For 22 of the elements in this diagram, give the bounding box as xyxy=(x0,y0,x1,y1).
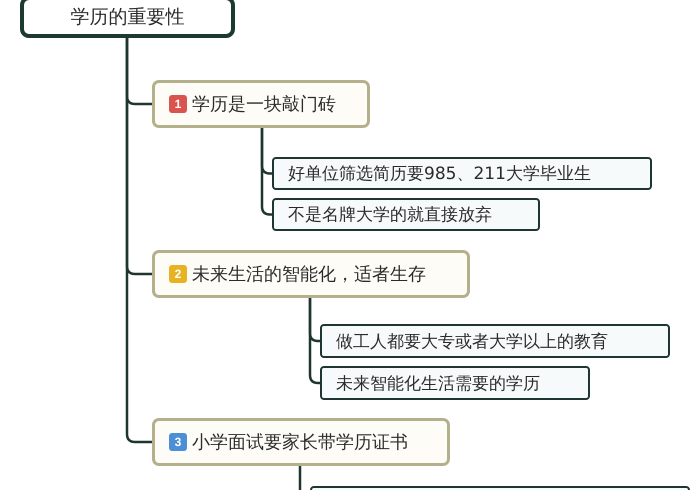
topic-text: 未来智能化生活需要的学历 xyxy=(336,372,540,394)
connector-line xyxy=(260,128,272,216)
subtopic-box xyxy=(320,324,670,358)
subtopic-box xyxy=(272,157,652,190)
central-topic-box xyxy=(20,0,235,38)
main-topic-box xyxy=(152,80,370,128)
subtopic-box xyxy=(272,198,540,231)
topic-text: 好单位筛选简历要985、211大学毕业生 xyxy=(288,163,591,185)
topic-text: 不是名牌大学的就直接放弃 xyxy=(288,204,492,226)
subtopic-box xyxy=(320,366,590,400)
priority-badge: 3 xyxy=(169,433,187,451)
connector-line xyxy=(126,38,152,444)
priority-badge: 1 xyxy=(169,95,187,113)
topic-text: 学历的重要性 xyxy=(70,5,184,30)
priority-badge: 2 xyxy=(169,265,187,283)
topic-text: 做工人都要大专或者大学以上的教育 xyxy=(336,330,608,352)
main-topic-box xyxy=(152,250,470,298)
connector-line xyxy=(308,298,320,384)
main-topic-box xyxy=(152,418,450,466)
topic-text: 学历是一块敲门砖 xyxy=(192,93,336,116)
topic-text: 未来生活的智能化，适者生存 xyxy=(192,263,426,286)
topic-text: 小学面试要家长带学历证书 xyxy=(192,431,408,454)
